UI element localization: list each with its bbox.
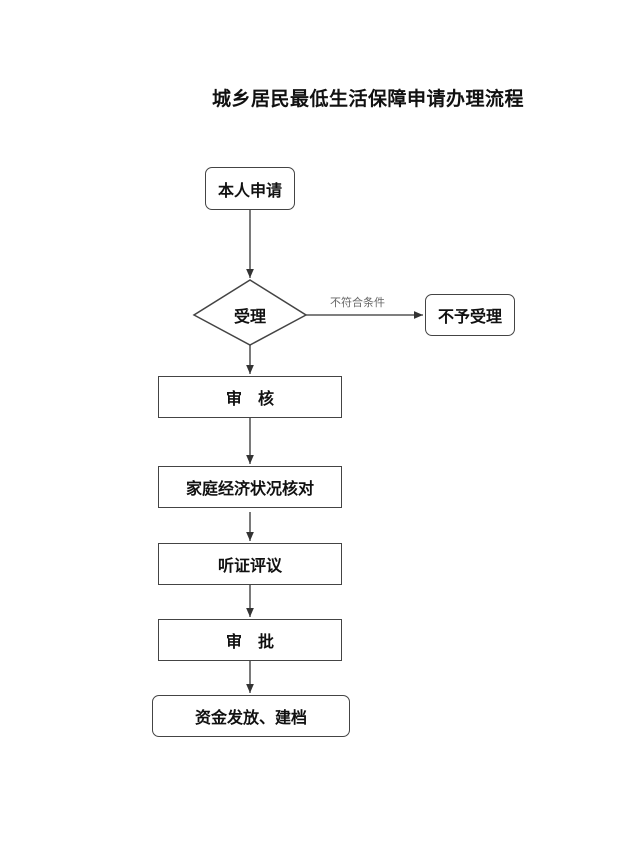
node-review: 审 核 — [158, 376, 342, 418]
page-title: 城乡居民最低生活保障申请办理流程 — [212, 88, 525, 110]
node-approve: 审 批 — [158, 619, 342, 661]
node-accept: 受理 — [233, 307, 266, 326]
node-verify: 家庭经济状况核对 — [158, 466, 342, 508]
node-hearing: 听证评议 — [158, 543, 342, 585]
node-disburse: 资金发放、建档 — [152, 695, 350, 737]
edge-label-not-qualified: 不符合条件 — [330, 296, 385, 309]
node-reject: 不予受理 — [425, 294, 515, 336]
node-apply: 本人申请 — [205, 167, 295, 210]
